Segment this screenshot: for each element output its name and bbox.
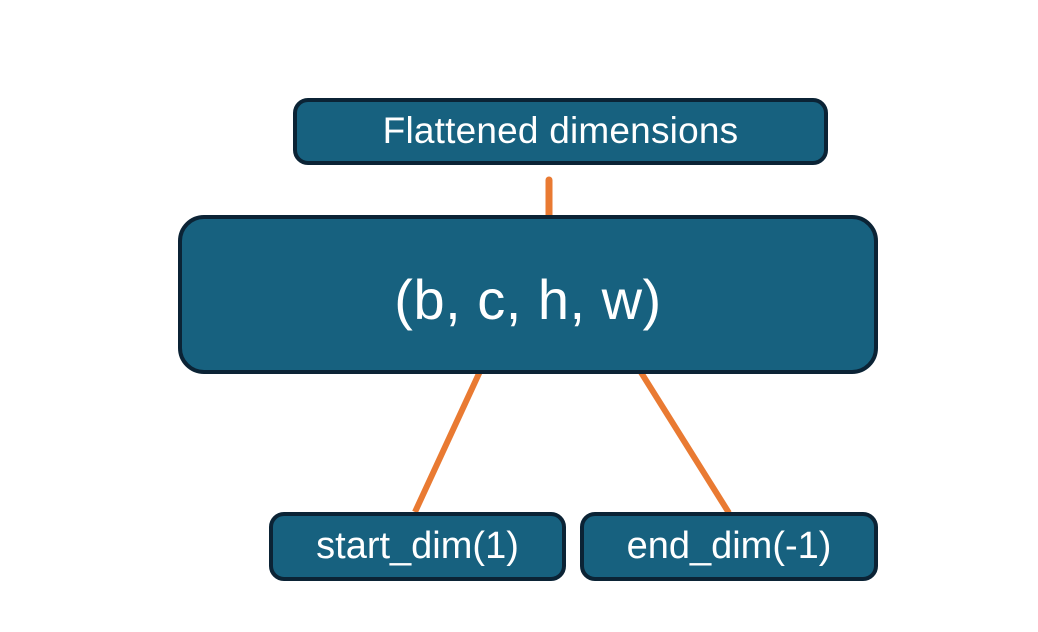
tensor-shape-label: (b, c, h, w) [394,268,662,332]
end-dim-label: end_dim(-1) [626,524,832,567]
flattened-dimensions-label: Flattened dimensions [382,110,739,152]
start-dim-label: start_dim(1) [316,524,519,567]
tensor-shape-box[interactable]: (b, c, h, w) [178,215,878,374]
start-dim-box[interactable]: start_dim(1) [269,512,566,581]
flattened-dimensions-box[interactable]: Flattened dimensions [293,98,828,165]
end-dim-box[interactable]: end_dim(-1) [580,512,878,581]
